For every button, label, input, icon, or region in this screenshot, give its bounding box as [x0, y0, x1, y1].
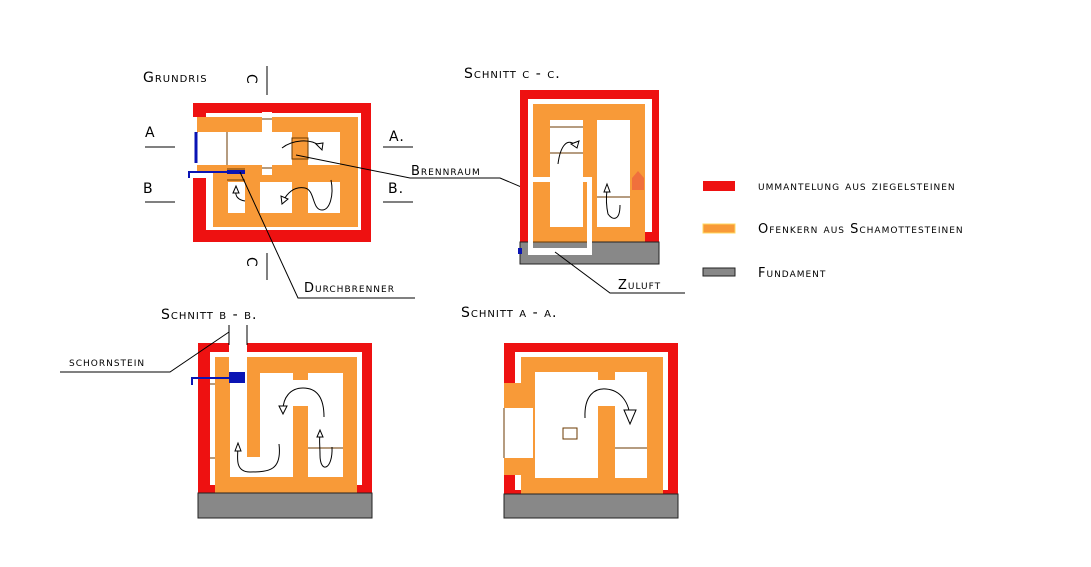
legend: ummantelung aus ziegelsteinen Ofenkern a… [702, 179, 964, 281]
door-opening [504, 408, 533, 458]
zuluft-label: Zuluft [618, 278, 661, 293]
grundris-title: Grundris [143, 70, 208, 86]
section-mark-c-top: C [243, 74, 259, 85]
chimney [229, 325, 247, 375]
legend-label-core: Ofenkern aus Schamottesteinen [758, 222, 964, 237]
flow-arrow [557, 141, 575, 165]
flow-arrow [282, 179, 333, 211]
legend-swatch-foundation [702, 267, 736, 277]
foundation [503, 493, 679, 519]
heat-vent [632, 171, 644, 190]
flow-arrow [605, 189, 621, 219]
brennraum-label: Brennraum [411, 164, 481, 179]
durchbrenner-label: Durchbrenner [304, 281, 395, 296]
flow-arrow [584, 388, 631, 421]
schnitt-a-title: Schnitt a - a. [461, 305, 557, 321]
legend-label-brick: ummantelung aus ziegelsteinen [758, 179, 956, 194]
foundation [197, 492, 373, 519]
legend-label-foundation: Fundament [758, 266, 826, 281]
schnitt-c-section: Schnitt c - c. Zuluft [464, 66, 685, 294]
section-mark-b: B [143, 181, 154, 197]
section-mark-b-end: B. [388, 181, 404, 197]
schornstein-label: schornstein [69, 355, 145, 370]
schnitt-b-section: Schnitt b - b. schornstein [60, 307, 373, 519]
flow-arrow [236, 443, 280, 473]
chimney-damper [229, 372, 245, 383]
schnitt-a-section: Schnitt a - a. [461, 305, 679, 519]
section-mark-a: A [145, 125, 156, 141]
grate-opening [562, 427, 578, 440]
section-mark-a-end: A. [389, 129, 405, 145]
schnitt-b-title: Schnitt b - b. [161, 307, 257, 323]
durchbrenner-plate [227, 170, 245, 174]
section-mark-c-bottom: C [243, 257, 259, 268]
flow-arrow [282, 387, 325, 418]
firebox [198, 132, 292, 165]
zuluft-channel [528, 177, 533, 255]
schornstein-leader [60, 331, 230, 373]
grundris-plan: Grundris A B [143, 66, 567, 299]
legend-swatch-core [702, 223, 736, 234]
durchbrenner-leader [239, 171, 415, 299]
zuluft-leader [554, 251, 685, 294]
schnitt-c-title: Schnitt c - c. [464, 66, 561, 82]
air-inlet-pipe [188, 171, 227, 178]
legend-swatch-brick [703, 181, 735, 191]
flow-arrow [319, 433, 333, 468]
